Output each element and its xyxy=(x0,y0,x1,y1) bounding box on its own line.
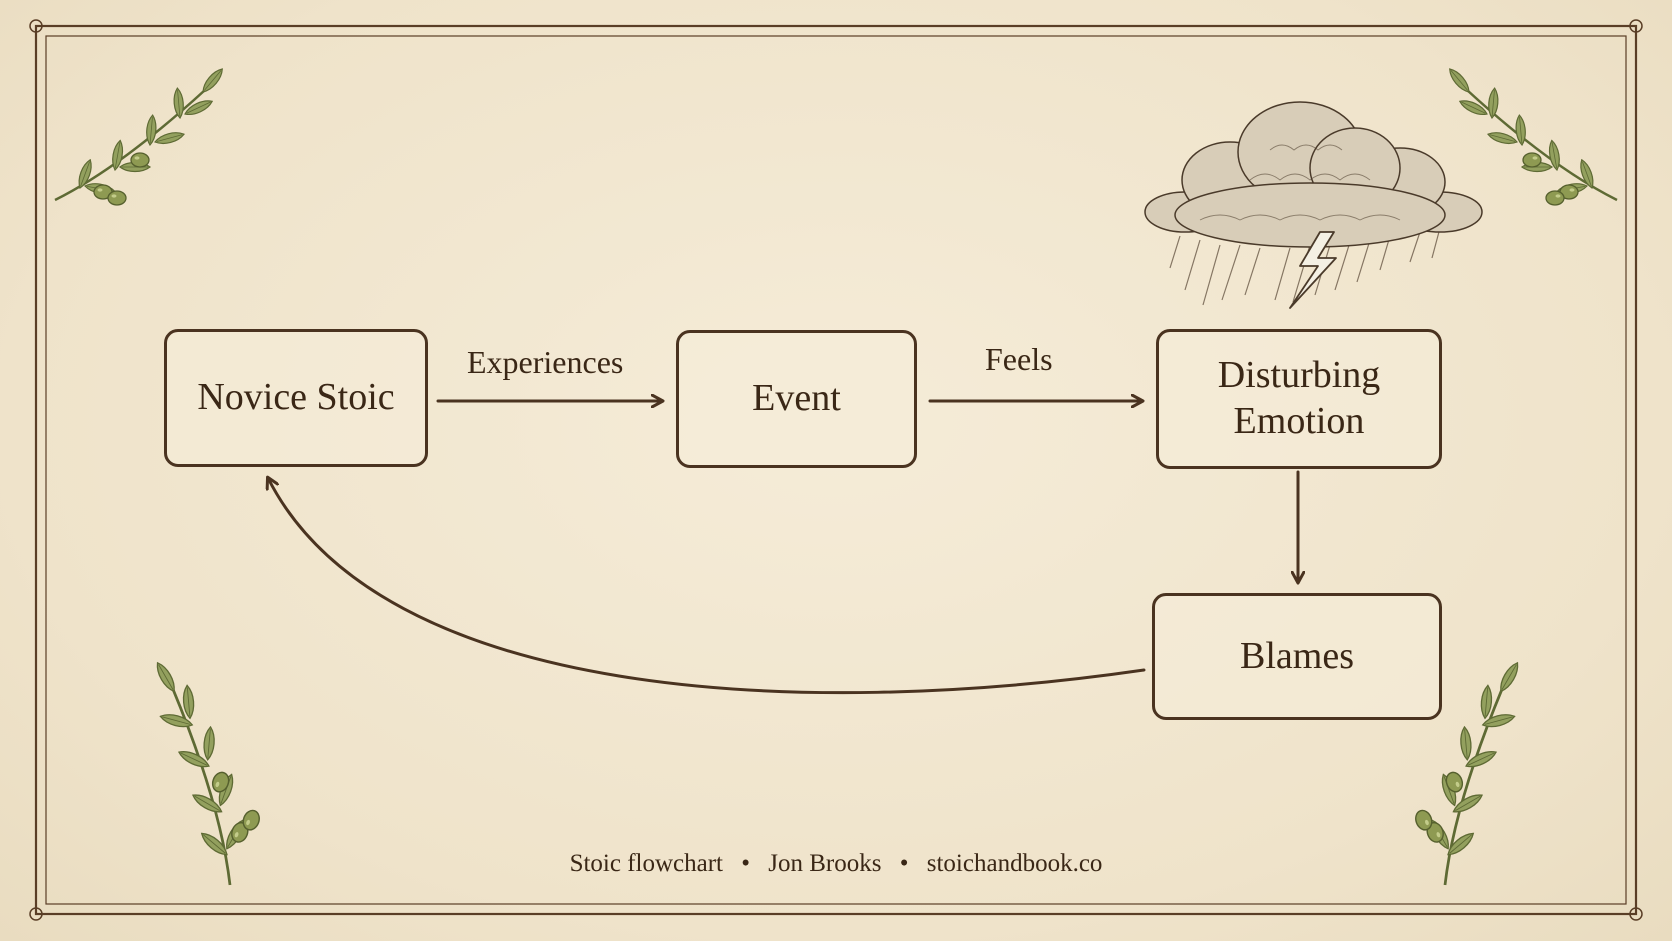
node-novice-stoic-label: Novice Stoic xyxy=(197,376,395,419)
node-disturbing-emotion: Disturbing Emotion xyxy=(1156,329,1442,469)
edge-blames-to-novice-arrow xyxy=(268,478,1146,695)
node-disturbing-emotion-label-line1: Disturbing xyxy=(1217,354,1381,397)
node-event: Event xyxy=(676,330,917,468)
node-disturbing-emotion-label-line2: Emotion xyxy=(1233,400,1365,442)
edge-label-experiences: Experiences xyxy=(467,344,624,380)
footer-credits: Stoic flowchart • Jon Brooks • stoichand… xyxy=(0,850,1672,878)
node-novice-stoic: Novice Stoic xyxy=(164,329,428,467)
storm-cloud-icon xyxy=(1144,101,1483,306)
lightning-icon xyxy=(1289,231,1337,309)
node-blames-label: Blames xyxy=(1240,634,1354,677)
diagram-edges xyxy=(268,401,1298,695)
olive-branch-icon xyxy=(1446,66,1617,205)
ornamental-border xyxy=(29,19,1643,921)
edge-label-feels: Feels xyxy=(985,341,1053,377)
footer-separator: • xyxy=(741,850,751,877)
node-event-label: Event xyxy=(752,377,841,420)
footer-separator: • xyxy=(899,850,909,877)
footer-site-link: stoichandbook.co xyxy=(926,850,1103,877)
footer-author: Jon Brooks xyxy=(768,850,882,877)
node-blames: Blames xyxy=(1152,593,1442,720)
footer-title: Stoic flowchart xyxy=(569,850,723,877)
olive-branch-icon xyxy=(55,66,226,205)
